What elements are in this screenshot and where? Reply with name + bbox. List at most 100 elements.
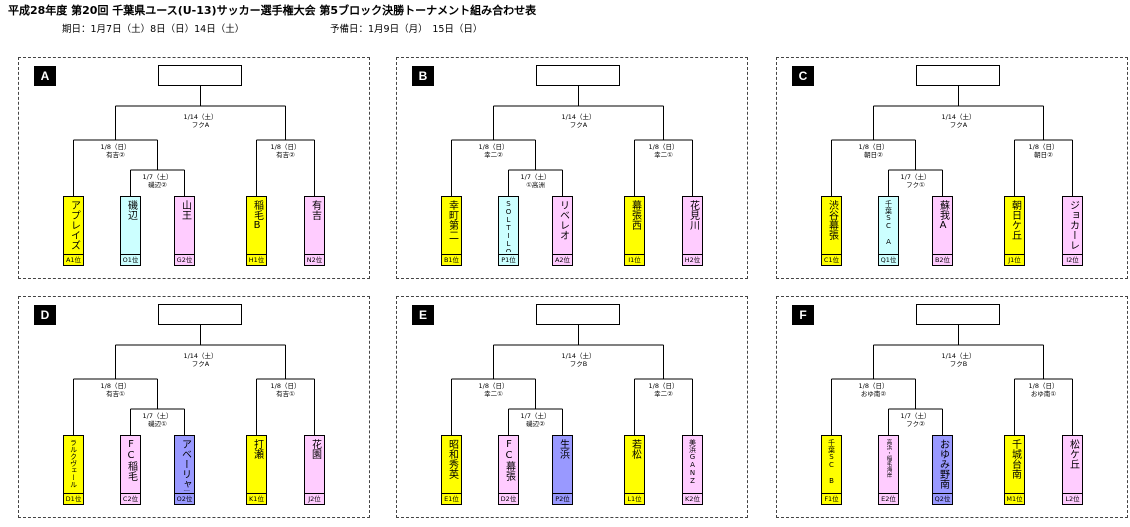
match-venue: フクB: [569, 359, 588, 368]
winner-box: [158, 304, 242, 325]
team-name: FC幕張: [503, 439, 515, 481]
team-box: 幸町第二 B1位: [441, 196, 462, 266]
team-box: ラルクヴェール D1位: [63, 435, 84, 505]
match-date: 1/8（日）: [100, 382, 131, 390]
team-seed: H1位: [247, 254, 266, 264]
match-venue: おゆ南①: [1030, 389, 1057, 398]
match-date: 1/8（日）: [270, 143, 301, 151]
team-name: 若松: [629, 439, 641, 459]
team-seed: A2位: [553, 254, 572, 264]
match-date: 1/7（土）: [142, 173, 173, 181]
team-name: FC稲毛: [125, 439, 137, 481]
semi-right-match-label: 1/8（日）有吉②: [270, 143, 301, 159]
team-seed: P2位: [553, 493, 572, 504]
team-seed: K2位: [683, 493, 702, 504]
final-match-label: 1/14（土）フクA: [183, 113, 217, 129]
team-seed: D2位: [499, 493, 518, 503]
final-match-label: 1/14（土）フクA: [183, 352, 218, 368]
page-title: 平成28年度 第20回 千葉県ユース(U-13)サッカー選手権大会 第5ブロック…: [8, 4, 537, 17]
final-match-label: 1/14（土）フクA: [561, 113, 596, 129]
team-name: 朝日ケ丘: [1009, 200, 1021, 240]
qf-match-label: 1/7（土）磯辺②: [142, 173, 173, 189]
team-name: ラルクヴェール: [69, 439, 78, 488]
team-seed: B1位: [442, 254, 461, 264]
team-name: アプレイズ: [68, 200, 80, 250]
block-label: E: [412, 305, 434, 325]
team-seed: M1位: [1005, 493, 1024, 503]
team-name: 花見川: [687, 200, 699, 230]
match-venue: 朝日②: [1034, 150, 1053, 159]
team-box: 稲毛B H1位: [246, 196, 267, 266]
match-date: 1/8（日）: [478, 143, 509, 151]
team-name: 打瀬: [251, 439, 263, 459]
match-venue: 磯辺②: [148, 180, 167, 189]
match-venue: 幸二②: [484, 150, 503, 159]
semi-left-match-label: 1/8（日）幸二①: [479, 382, 509, 398]
team-name: 千葉SC B: [827, 439, 836, 485]
semi-right-match-label: 1/8（日）幸二②: [648, 382, 679, 398]
team-seed: L2位: [1063, 493, 1082, 504]
match-venue: フクA: [949, 120, 968, 129]
bracket-lines: [831, 325, 1073, 435]
match-venue: ①高洲: [526, 180, 545, 189]
match-date: 1/14（土）: [941, 113, 976, 121]
team-seed: E1位: [442, 493, 461, 504]
match-date: 1/7（土）: [520, 173, 551, 181]
match-venue: 磯辺①: [148, 419, 167, 428]
team-seed: J2位: [305, 493, 324, 504]
match-date: 1/14（土）: [183, 352, 218, 360]
match-venue: 朝日②: [864, 150, 883, 159]
team-seed: I2位: [1063, 254, 1082, 265]
team-name: 生浜: [557, 439, 569, 459]
match-date: 1/14（土）: [941, 352, 976, 360]
match-venue: フクA: [569, 120, 588, 129]
team-seed: O1位: [121, 254, 140, 264]
final-match-label: 1/14（土）フクB: [561, 352, 595, 368]
match-date: 1/7（土）: [900, 173, 931, 181]
team-seed: D1位: [64, 493, 83, 503]
team-seed: G2位: [175, 254, 194, 264]
block-label: A: [34, 66, 56, 86]
match-date: 1/7（土）: [142, 412, 173, 420]
semi-left-match-label: 1/8（日）朝日②: [859, 143, 889, 159]
match-date: 1/7（土）: [520, 412, 551, 420]
final-match-label: 1/14（土）フクB: [941, 352, 976, 368]
bracket-lines: [831, 86, 1073, 196]
team-seed: H2位: [683, 254, 702, 264]
team-seed: N2位: [305, 254, 324, 264]
team-seed: C1位: [822, 254, 841, 264]
match-venue: 有吉②: [106, 150, 125, 159]
match-date: 1/8（日）: [1028, 143, 1059, 151]
reserve-dates: 予備日：1月9日（月） 15日（日）: [330, 24, 483, 35]
team-name: 稲毛B: [251, 200, 263, 231]
match-date: 1/8（日）: [858, 382, 889, 390]
match-venue: 有吉②: [276, 150, 295, 159]
match-date: 1/8（日）: [100, 143, 131, 151]
bracket-lines: [73, 325, 315, 435]
match-date: 1/8（日）: [648, 382, 679, 390]
block-label: D: [34, 305, 56, 325]
match-date: 1/14（土）: [561, 113, 596, 121]
match-venue: フク①: [906, 180, 925, 189]
team-name: 山王: [179, 200, 191, 220]
qf-match-label: 1/7（土）磯辺②: [520, 412, 551, 428]
team-name: 幸町第二: [446, 200, 458, 240]
team-name: おゆみ野南: [937, 439, 949, 489]
